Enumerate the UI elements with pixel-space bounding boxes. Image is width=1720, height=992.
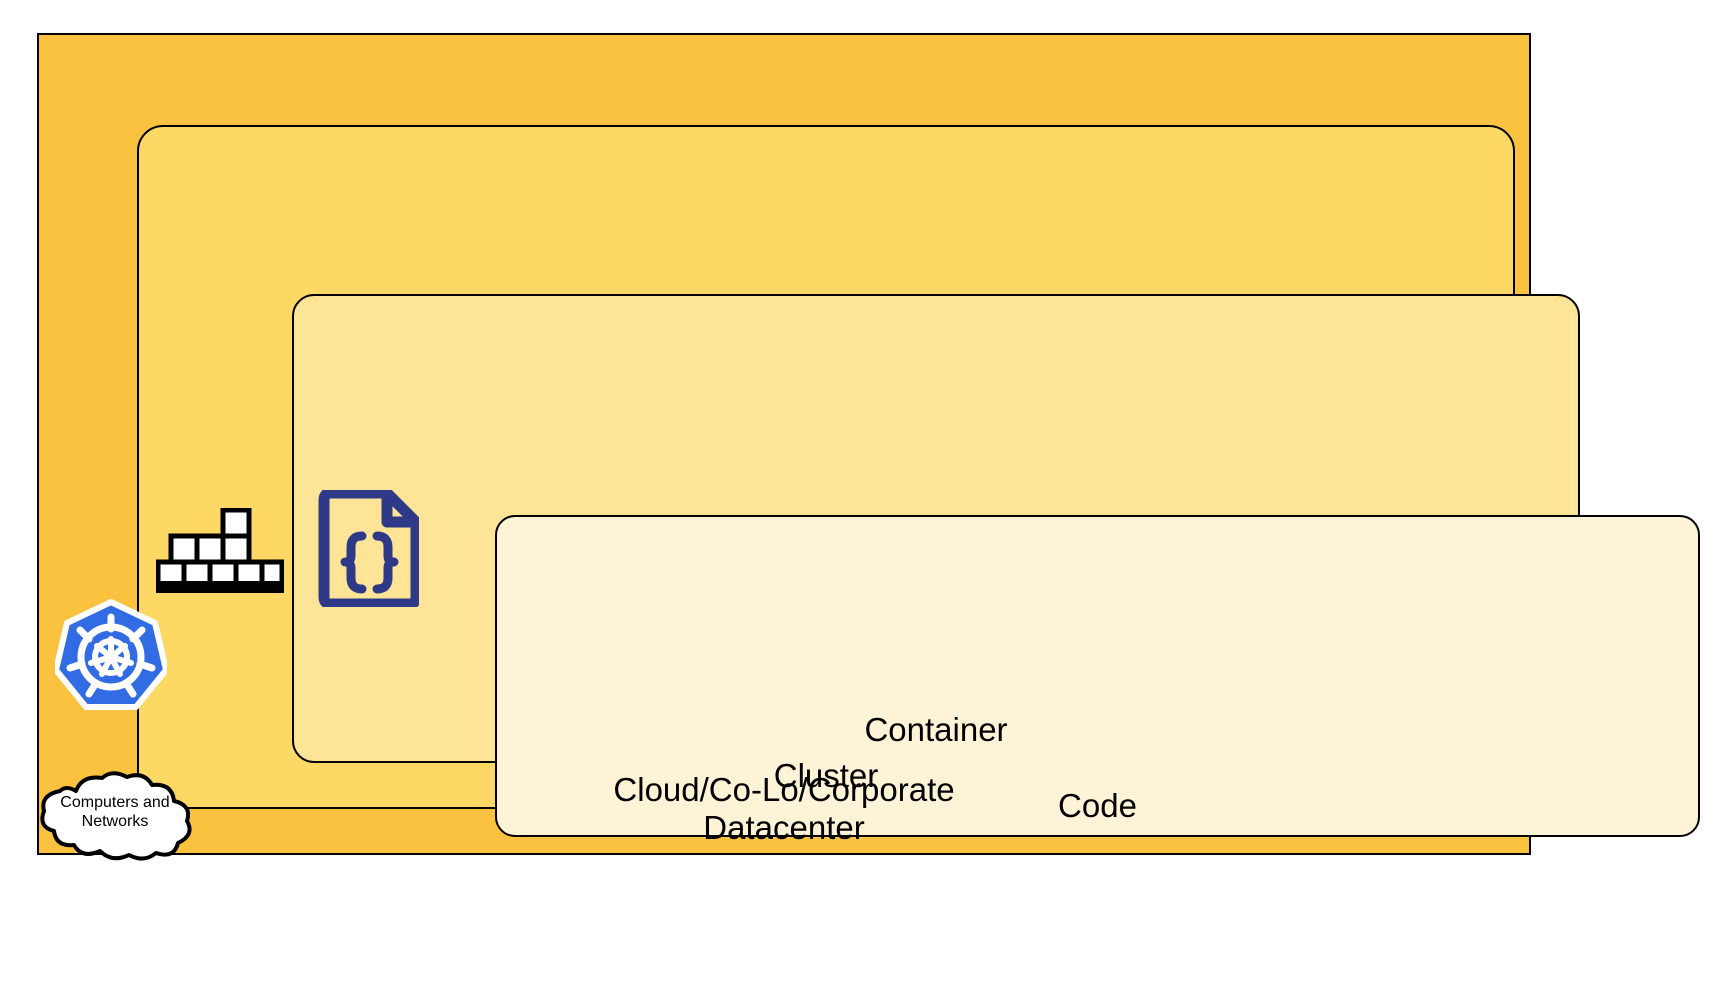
layer-cluster[interactable]: Code Container	[137, 125, 1700, 837]
code-file-icon	[315, 487, 422, 610]
layer-label-code: Code	[1058, 787, 1137, 824]
container-blocks-icon	[155, 507, 285, 593]
layer-label-container: Container	[864, 711, 1008, 748]
layer-datacenter[interactable]: Code Container	[37, 33, 1700, 855]
layer-label-datacenter: Cloud/Co-Lo/Corporate Datacenter	[613, 771, 955, 846]
kubernetes-helm-icon	[53, 599, 169, 711]
layer-code[interactable]: Code	[495, 515, 1700, 837]
layer-container[interactable]: Code Container	[292, 294, 1700, 837]
cloud-callout-label: Computers and Networks	[60, 794, 170, 830]
layer-label-cluster: Cluster	[773, 757, 879, 794]
computers-and-networks-cloud[interactable]: Computers and Networks	[32, 771, 198, 861]
